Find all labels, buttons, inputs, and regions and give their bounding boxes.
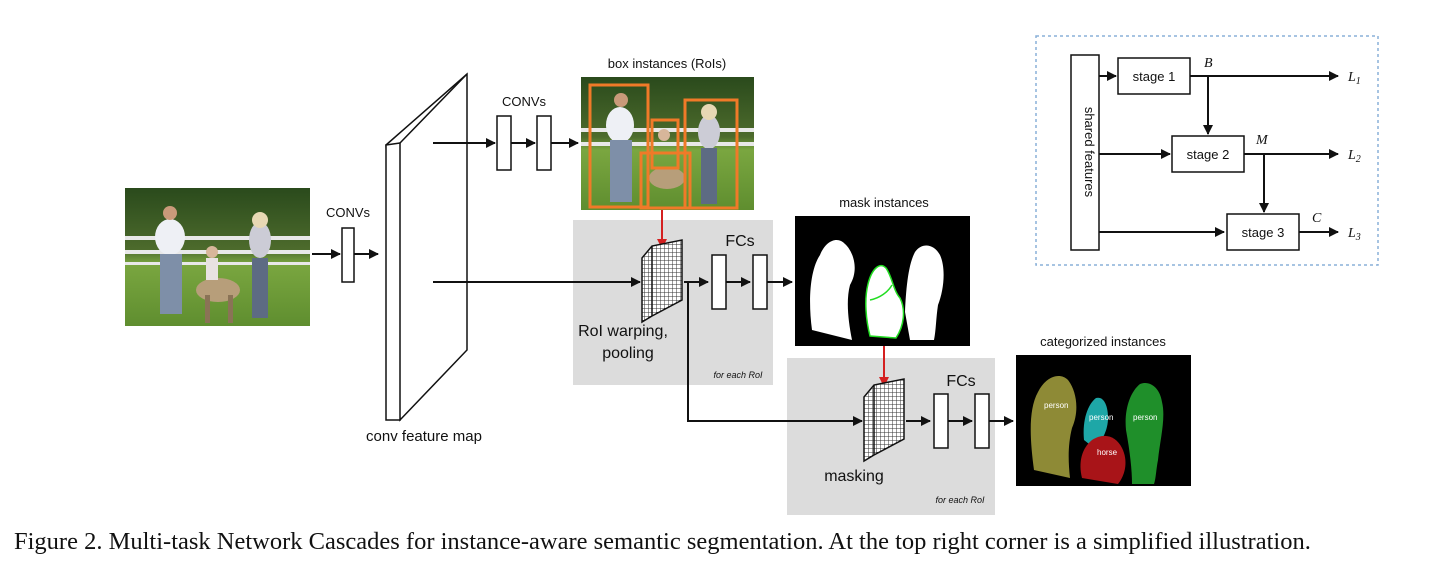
arrow-featuremap-to-masking xyxy=(687,282,863,426)
category-horse: horse xyxy=(1097,448,1118,457)
label-stage1: stage 1 xyxy=(1133,69,1176,84)
label-for-each-roi-2: for each RoI xyxy=(935,495,985,505)
fc-layer-1a xyxy=(711,254,727,310)
label-masking: masking xyxy=(824,468,884,485)
roi-pool-grid xyxy=(641,239,683,324)
roi-box-person-left xyxy=(588,83,650,209)
category-person-right: person xyxy=(1133,413,1157,422)
box-instances-image xyxy=(581,77,754,210)
label-conv-feature-map: conv feature map xyxy=(366,428,482,445)
diagram: person person person horse CONVs CONVs b… xyxy=(125,35,1379,515)
label-roi-warping-2: pooling xyxy=(602,345,654,362)
mask-instances-image xyxy=(795,216,970,346)
category-person-left: person xyxy=(1044,401,1068,410)
conv-feature-map xyxy=(385,72,468,422)
fc-layer-2a xyxy=(933,393,949,449)
label-box-instances: box instances (RoIs) xyxy=(608,56,727,71)
label-M: M xyxy=(1255,133,1269,148)
label-C: C xyxy=(1312,211,1322,226)
stage3-box xyxy=(1226,213,1300,251)
label-fcs-1: FCs xyxy=(725,233,754,250)
conv-layer-left xyxy=(341,227,355,283)
category-person-middle: person xyxy=(1089,413,1113,422)
inset-simplified-illustration: shared features stage 1 B L1 stage 2 M L… xyxy=(1035,35,1379,266)
label-categorized-instances: categorized instances xyxy=(1040,334,1166,349)
label-convs-top: CONVs xyxy=(502,94,547,109)
label-roi-warping-1: RoI warping, xyxy=(578,323,668,340)
conv-layer-top-2 xyxy=(536,115,552,171)
conv-layer-top-1 xyxy=(496,115,512,171)
stage1-box xyxy=(1117,57,1191,95)
label-stage3: stage 3 xyxy=(1242,225,1285,240)
roi-box-horse xyxy=(639,151,692,210)
label-L3: L3 xyxy=(1347,226,1361,243)
fc-layer-1b xyxy=(752,254,768,310)
input-photo xyxy=(125,188,310,326)
fc-layer-2b xyxy=(974,393,990,449)
label-stage2: stage 2 xyxy=(1187,147,1230,162)
label-for-each-roi-1: for each RoI xyxy=(713,370,763,380)
categorized-instances-image xyxy=(1016,355,1191,486)
shared-features-box xyxy=(1070,54,1100,251)
stage2-box xyxy=(1171,135,1245,173)
label-L1: L1 xyxy=(1347,70,1361,87)
label-fcs-2: FCs xyxy=(946,373,975,390)
label-B: B xyxy=(1204,56,1213,71)
label-shared-features: shared features xyxy=(1082,107,1097,198)
roi-box-person-small xyxy=(650,118,680,170)
label-convs-left: CONVs xyxy=(326,205,371,220)
label-L2: L2 xyxy=(1347,148,1361,165)
label-mask-instances: mask instances xyxy=(839,195,929,210)
figure-caption: Figure 2. Multi-task Network Cascades fo… xyxy=(14,528,1311,555)
inset-border xyxy=(1035,35,1379,266)
masking-grid xyxy=(863,378,905,463)
